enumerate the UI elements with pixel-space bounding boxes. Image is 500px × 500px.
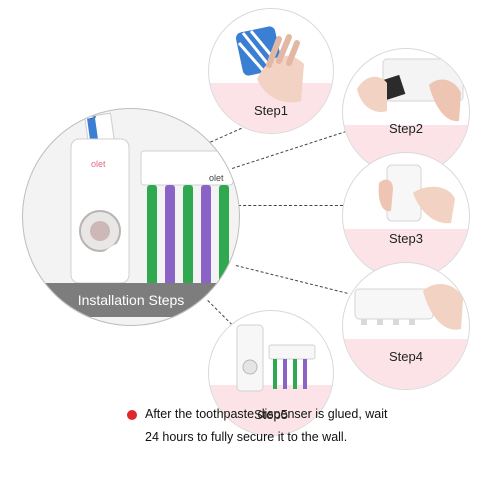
press-dispenser-icon <box>378 164 455 224</box>
tube-text: WE RE <box>89 109 98 119</box>
press-holder-icon <box>354 284 463 330</box>
main-product-circle: WE RE olet olet Installation Steps <box>22 108 240 326</box>
leader-step3 <box>238 205 343 206</box>
step4-band <box>343 338 469 389</box>
leader-step4 <box>235 265 348 294</box>
leader-step2 <box>232 130 347 169</box>
note-line-2: 24 hours to fully secure it to the wall. <box>145 430 348 444</box>
step3-label: Step3 <box>389 231 423 246</box>
step1-circle: Step1 <box>208 8 334 134</box>
step5-label: Step5 <box>254 407 288 422</box>
step4-circle: Step4 <box>342 262 470 390</box>
peel-tape-icon <box>357 58 464 122</box>
red-bullet-icon <box>127 410 137 420</box>
step3-circle: Step3 <box>342 152 470 280</box>
note-line-1: After the toothpaste dispenser is glued,… <box>145 407 388 421</box>
installation-steps-band: Installation Steps <box>23 283 239 317</box>
step5-circle: Step5 <box>208 310 334 436</box>
step2-label: Step2 <box>389 121 423 136</box>
dispenser-set-illustration <box>70 112 234 285</box>
finished-set-icon <box>236 324 316 392</box>
step1-label: Step1 <box>254 103 288 118</box>
holder-brand: olet <box>209 173 224 183</box>
step5-band <box>209 385 333 435</box>
dispenser-brand: olet <box>91 159 106 169</box>
wipe-wall-icon <box>235 26 304 103</box>
step4-label: Step4 <box>389 349 423 364</box>
